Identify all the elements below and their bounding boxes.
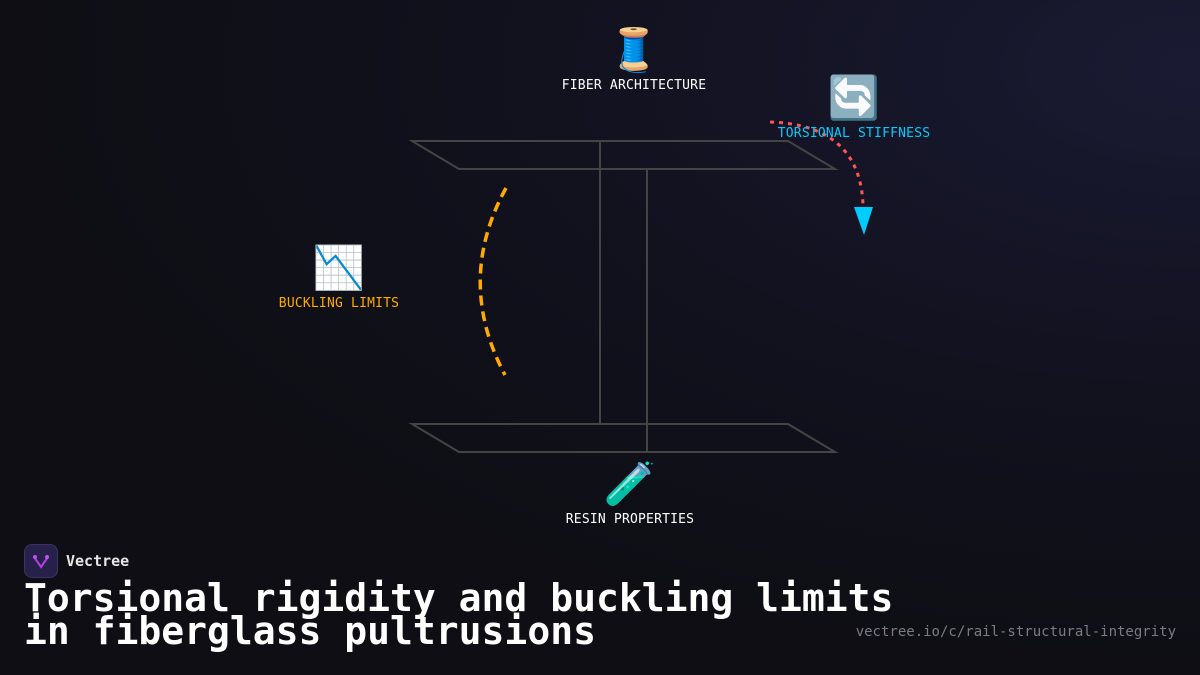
source-url: vectree.io/c/rail-structural-integrity bbox=[855, 624, 1176, 640]
node-label: RESIN PROPERTIES bbox=[565, 512, 695, 527]
node-label: BUCKLING LIMITS bbox=[278, 296, 400, 311]
rotation-icon: 🔄 bbox=[827, 73, 881, 122]
buckling-arc bbox=[478, 187, 508, 376]
node-torsional-stiffness: 🔄 TORSIONAL STIFFNESS bbox=[777, 73, 931, 142]
brand: Vectree bbox=[24, 544, 129, 578]
chart-decreasing-icon: 📉 bbox=[312, 243, 366, 292]
title-line-2: in fiberglass pultrusions bbox=[24, 609, 596, 653]
torsion-arrowhead bbox=[854, 207, 873, 235]
title-line-1: Torsional rigidity and buckling limits bbox=[24, 576, 894, 620]
node-label: FIBER ARCHITECTURE bbox=[561, 78, 707, 93]
torsion-arc bbox=[769, 120, 865, 206]
vectree-logo-icon bbox=[24, 544, 58, 578]
test-tube-icon: 🧪 bbox=[603, 459, 657, 508]
node-fiber-architecture: 🧵 FIBER ARCHITECTURE bbox=[561, 25, 707, 94]
spool-icon: 🧵 bbox=[607, 25, 661, 74]
node-resin-properties: 🧪 RESIN PROPERTIES bbox=[565, 459, 695, 528]
node-label: TORSIONAL STIFFNESS bbox=[777, 126, 931, 141]
top-flange bbox=[408, 140, 839, 170]
page-title: Torsional rigidity and buckling limits i… bbox=[24, 576, 894, 653]
brand-name: Vectree bbox=[66, 552, 130, 570]
node-buckling-limits: 📉 BUCKLING LIMITS bbox=[278, 243, 400, 312]
bottom-flange bbox=[408, 423, 839, 453]
